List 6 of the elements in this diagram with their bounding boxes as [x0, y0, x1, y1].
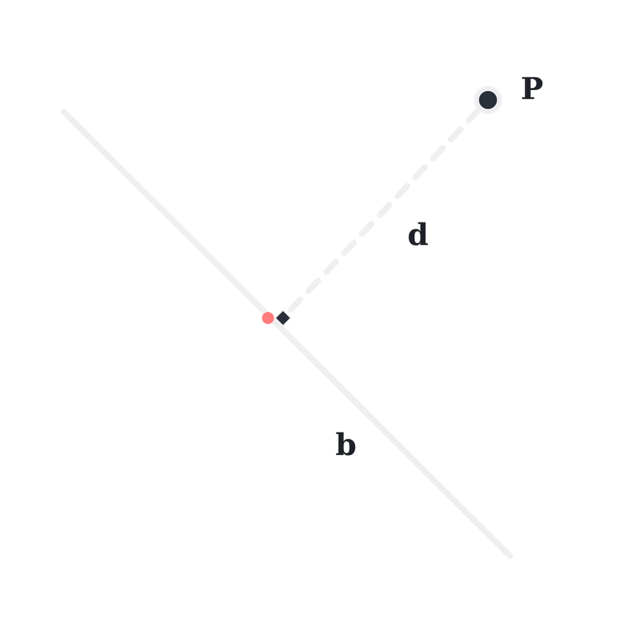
edge-label: d: [408, 221, 428, 251]
line-label: b: [336, 431, 356, 461]
foot-point: [274, 309, 292, 327]
dashed-line: [286, 107, 482, 314]
point: [474, 86, 502, 114]
point-label: P: [520, 75, 544, 105]
